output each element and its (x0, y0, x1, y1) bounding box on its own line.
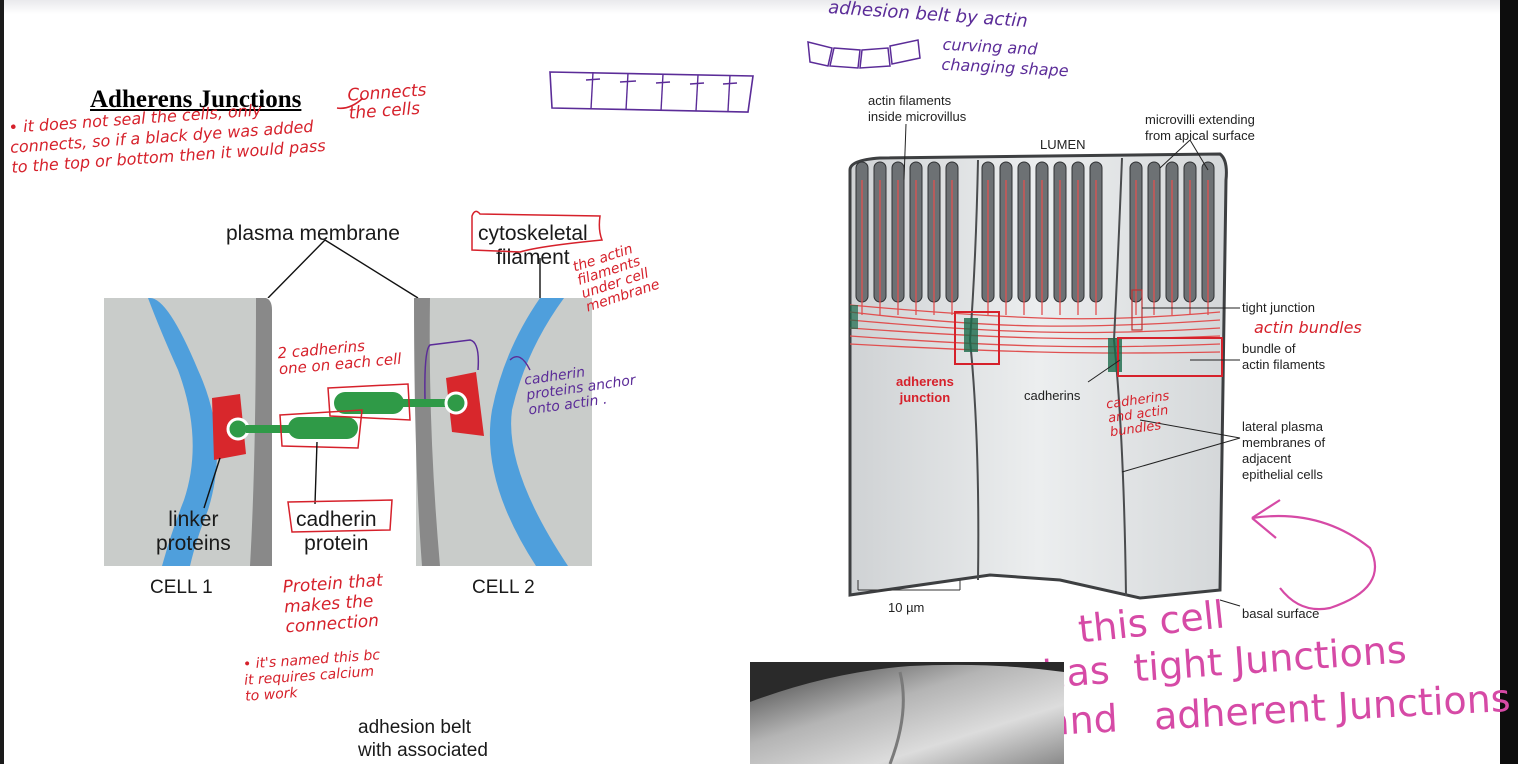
label-scale-bar: 10 µm (888, 600, 925, 615)
right-edge (1500, 0, 1518, 764)
label-adherens-junction: adherens junction (896, 374, 954, 405)
label-plasma-membrane: plasma membrane (226, 222, 400, 245)
label-cadherin-protein: cadherin protein (296, 508, 377, 555)
label-cell-1: CELL 1 (150, 577, 213, 598)
label-microvilli: microvilli extending from apical surface (1145, 112, 1255, 143)
label-adhesion-belt: adhesion belt with associated (358, 717, 488, 761)
note-curving: curving and changing shape (941, 34, 1070, 81)
label-linker-proteins: linker proteins (156, 508, 231, 555)
adherens-diagram (104, 210, 604, 566)
micrograph-image (750, 662, 1064, 764)
page-title: Adherens Junctions (90, 86, 302, 113)
note-seal: • it does not seal the cells, only conne… (8, 100, 327, 177)
label-tight-junction: tight junction (1242, 300, 1315, 315)
label-actin-in-microvillus: actin filaments inside microvillus (868, 93, 967, 124)
note-calcium: • it's named this bc it requires calcium… (242, 647, 381, 705)
pink-arrow (1251, 499, 1376, 611)
label-cell-2: CELL 2 (472, 577, 535, 598)
label-lateral-membranes: lateral plasma membranes of adjacent epi… (1242, 419, 1326, 482)
left-edge (0, 0, 4, 764)
window-top-bar (0, 0, 1518, 14)
belt-sketch (807, 39, 921, 69)
leader-lines (903, 123, 1241, 607)
label-bundle-actin: bundle of actin filaments (1242, 341, 1326, 372)
note-protein-connection: Protein that makes the connection (282, 570, 384, 638)
epithelium-diagram (848, 152, 1228, 600)
note-cadherins-actin: cadherins and actin bundles (1105, 388, 1171, 441)
note-arrow (336, 97, 364, 110)
label-basal-surface: basal surface (1242, 606, 1320, 621)
label-cadherins: cadherins (1024, 388, 1081, 403)
note-actin-bundles: actin bundles (1254, 318, 1362, 337)
label-lumen: LUMEN (1040, 137, 1086, 152)
membrane-sketch (549, 71, 754, 113)
